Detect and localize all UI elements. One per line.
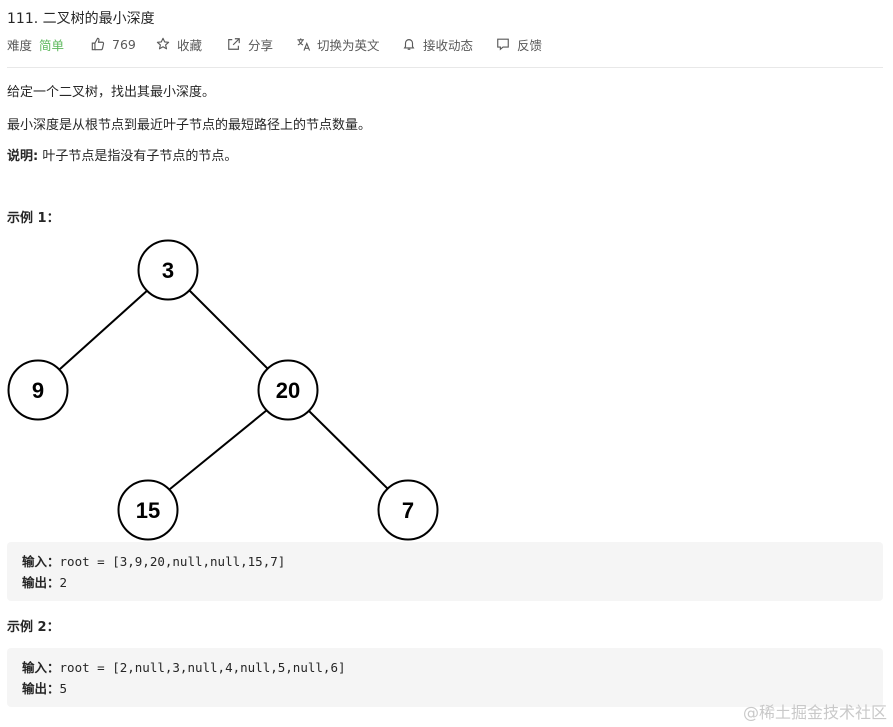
- tree-edge-20-7: [308, 410, 390, 491]
- input-value: root = [3,9,20,null,null,15,7]: [59, 554, 286, 569]
- share-button[interactable]: 分享: [226, 35, 273, 53]
- example-2-output-line: 输出：5: [22, 678, 883, 699]
- switch-language-button[interactable]: 切换为英文: [295, 35, 380, 53]
- example-1-input-line: 输入：root = [3,9,20,null,null,15,7]: [22, 551, 883, 572]
- description-note: 说明: 叶子节点是指没有子节点的节点。: [7, 145, 237, 164]
- output-label: 输出：: [22, 681, 60, 696]
- feedback-button[interactable]: 反馈: [495, 35, 542, 53]
- example-1-code-block: 输入：root = [3,9,20,null,null,15,7] 输出：2: [7, 542, 883, 601]
- share-icon: [226, 36, 242, 52]
- switch-language-label: 切换为英文: [317, 37, 380, 53]
- like-button[interactable]: 769: [90, 35, 136, 53]
- tree-node-label: 7: [402, 498, 414, 523]
- note-text: 叶子节点是指没有子节点的节点。: [42, 149, 238, 164]
- watermark: @稀土掘金技术社区: [742, 703, 887, 722]
- output-value: 5: [59, 681, 68, 696]
- tree-node-15: [117, 479, 179, 541]
- feedback-label: 反馈: [517, 37, 543, 53]
- favorite-label: 收藏: [177, 37, 203, 53]
- input-value: root = [2,null,3,null,4,null,5,null,6]: [59, 660, 346, 675]
- tree-node-label: 9: [32, 378, 44, 403]
- example-2-title: 示例 2：: [7, 620, 60, 635]
- bell-icon: [401, 36, 417, 52]
- note-label: 说明:: [7, 149, 39, 164]
- input-label: 输入：: [22, 660, 60, 675]
- output-label: 输出：: [22, 575, 60, 590]
- tree-node-20: [257, 359, 319, 421]
- example-1-tree-diagram: 3 9 20 15 7: [7, 239, 439, 541]
- like-count: 769: [112, 36, 136, 52]
- subscribe-label: 接收动态: [423, 37, 474, 53]
- example-2-code-block: 输入：root = [2,null,3,null,4,null,5,null,6…: [7, 648, 883, 707]
- example-1-output-line: 输出：2: [22, 572, 883, 593]
- difficulty-label: 难度: [7, 37, 33, 53]
- example-2-input-line: 输入：root = [2,null,3,null,4,null,5,null,6…: [22, 657, 883, 678]
- star-icon: [155, 36, 171, 52]
- tree-node-7: [377, 479, 439, 541]
- header-divider: [7, 67, 883, 68]
- translate-icon: [295, 36, 311, 52]
- description-paragraph-1: 给定一个二叉树，找出其最小深度。: [7, 85, 216, 100]
- tree-node-3: [137, 239, 199, 301]
- favorite-button[interactable]: 收藏: [155, 35, 202, 53]
- description-paragraph-2: 最小深度是从根节点到最近叶子节点的最短路径上的节点数量。: [7, 118, 372, 133]
- output-value: 2: [59, 575, 68, 590]
- tree-edge-20-15: [169, 409, 268, 490]
- input-label: 输入：: [22, 554, 60, 569]
- subscribe-button[interactable]: 接收动态: [401, 35, 473, 53]
- tree-edge-3-20: [188, 289, 269, 370]
- thumbs-up-icon: [90, 36, 106, 52]
- tree-node-label: 20: [276, 378, 300, 403]
- share-label: 分享: [248, 37, 274, 53]
- difficulty: 难度 简单: [7, 35, 64, 53]
- difficulty-badge: 简单: [39, 37, 65, 53]
- tree-node-label: 15: [136, 498, 160, 523]
- tree-node-label: 3: [162, 258, 174, 283]
- tree-node-9: [7, 359, 69, 421]
- example-1-title: 示例 1：: [7, 211, 60, 226]
- tree-edge-3-9: [59, 288, 150, 370]
- message-icon: [495, 36, 511, 52]
- problem-title: 111. 二叉树的最小深度: [7, 11, 155, 27]
